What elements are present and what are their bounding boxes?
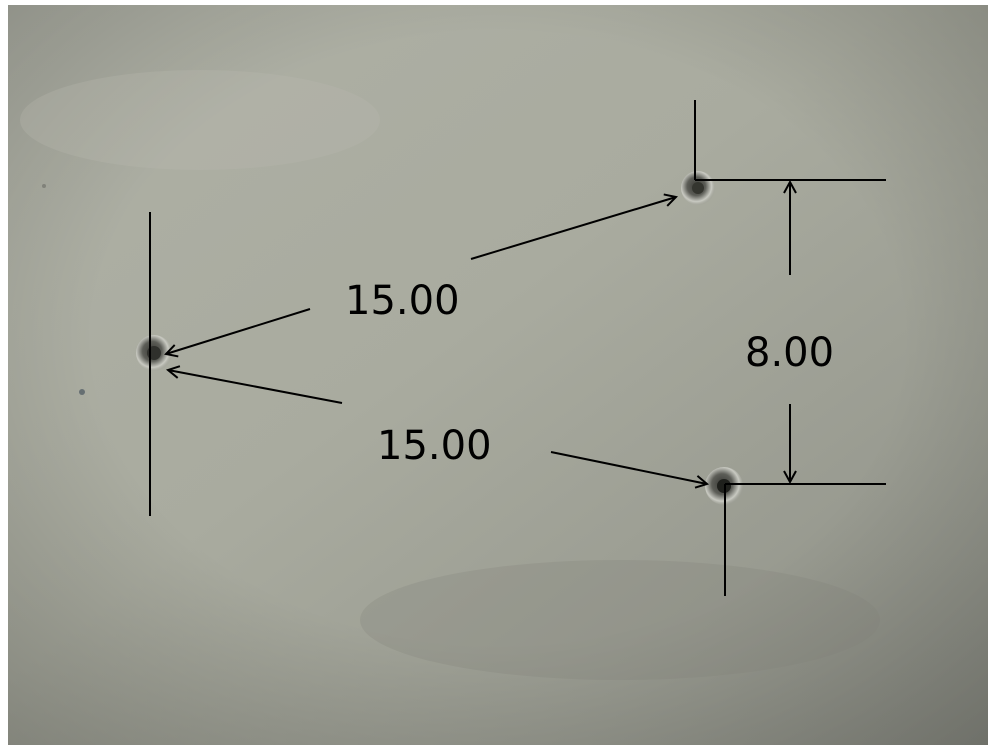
lower-distance-label: 15.00 <box>377 423 492 469</box>
lower-distance-arrow-left <box>168 370 343 404</box>
lower-distance-arrow-right <box>550 451 707 484</box>
upper-right-hole <box>681 171 715 205</box>
surface-smudge <box>20 70 380 170</box>
vertical-offset-label: 8.00 <box>745 330 834 376</box>
surface-speck <box>79 389 85 395</box>
upper-distance-arrow-right <box>470 197 676 260</box>
surface-smudge <box>360 560 880 680</box>
upper-distance-arrow-left <box>166 308 311 354</box>
upper-distance-label: 15.00 <box>345 278 460 324</box>
surface-speck <box>42 184 46 188</box>
